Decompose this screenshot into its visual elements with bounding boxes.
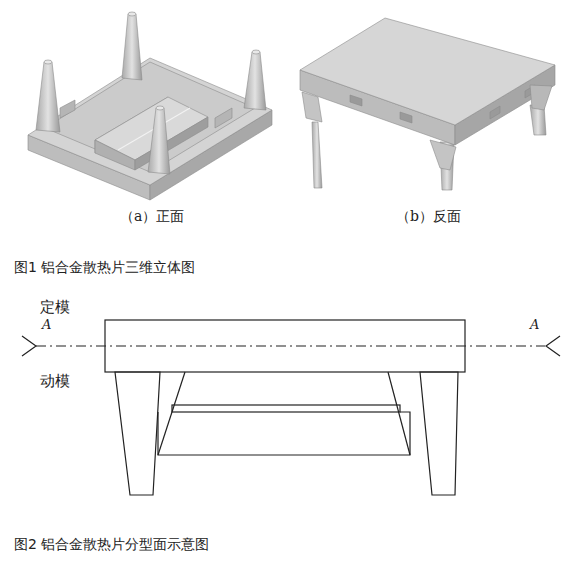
section-letter: A — [530, 317, 539, 333]
figure-caption: 图1 铝合金散热片三维立体图 — [14, 259, 195, 276]
section-letter: A — [42, 317, 51, 333]
mold-half-label: 定模 — [40, 298, 70, 316]
parting-line — [36, 345, 545, 346]
mold-half-label: 动模 — [40, 372, 70, 390]
figure-caption: 图2 铝合金散热片分型面示意图 — [14, 536, 209, 553]
view-caption: （b）反面 — [396, 208, 461, 225]
parting-surface-schematic — [22, 320, 560, 495]
heat-sink-front-render — [28, 12, 272, 200]
view-caption: （a）正面 — [120, 208, 184, 225]
heat-sink-back-render — [300, 18, 555, 190]
